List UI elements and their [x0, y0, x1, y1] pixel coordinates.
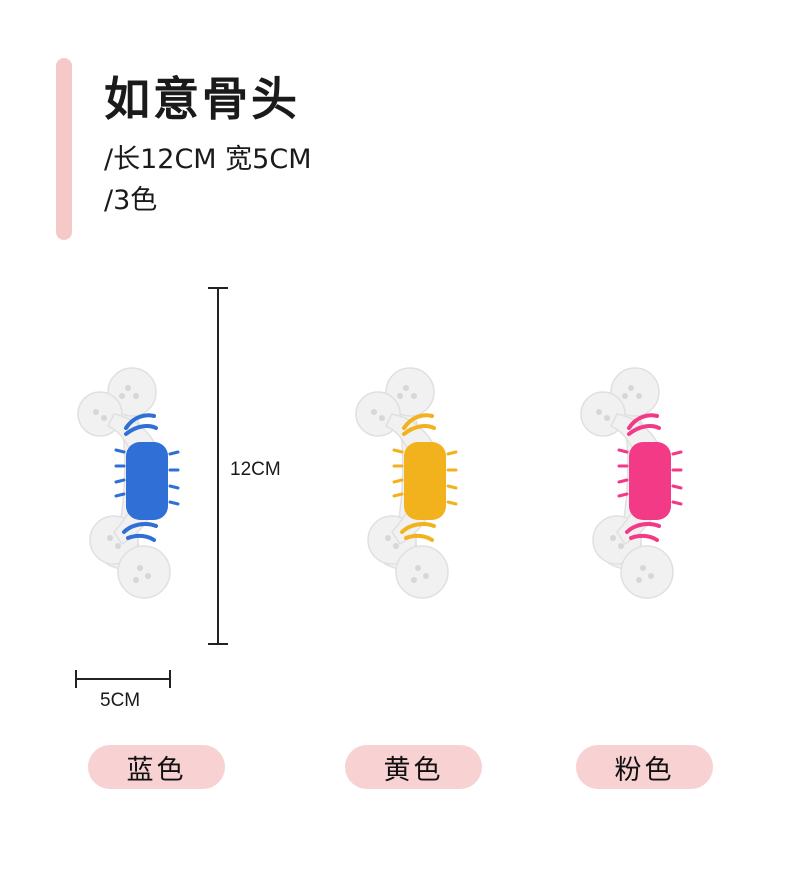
size-spec: /长12CM 宽5CM	[104, 144, 312, 175]
bone-image-pink	[577, 362, 707, 600]
bone-toy-icon	[580, 367, 683, 599]
width-dimension-line	[75, 670, 171, 688]
height-dimension-label: 12CM	[230, 459, 281, 480]
bone-image-yellow	[352, 362, 482, 600]
variant-label-pink: 粉色	[576, 745, 713, 789]
bone-toy-icon	[355, 367, 458, 599]
bone-image-blue	[74, 362, 204, 600]
variant-label-blue: 蓝色	[88, 745, 225, 789]
width-dimension-label: 5CM	[100, 690, 141, 711]
title-accent-bar	[56, 58, 72, 240]
color-count-spec: /3色	[104, 185, 158, 216]
height-dimension-line	[208, 287, 228, 645]
product-title: 如意骨头	[104, 72, 300, 126]
variant-label-yellow: 黄色	[345, 745, 482, 789]
bone-toy-icon	[77, 367, 180, 599]
